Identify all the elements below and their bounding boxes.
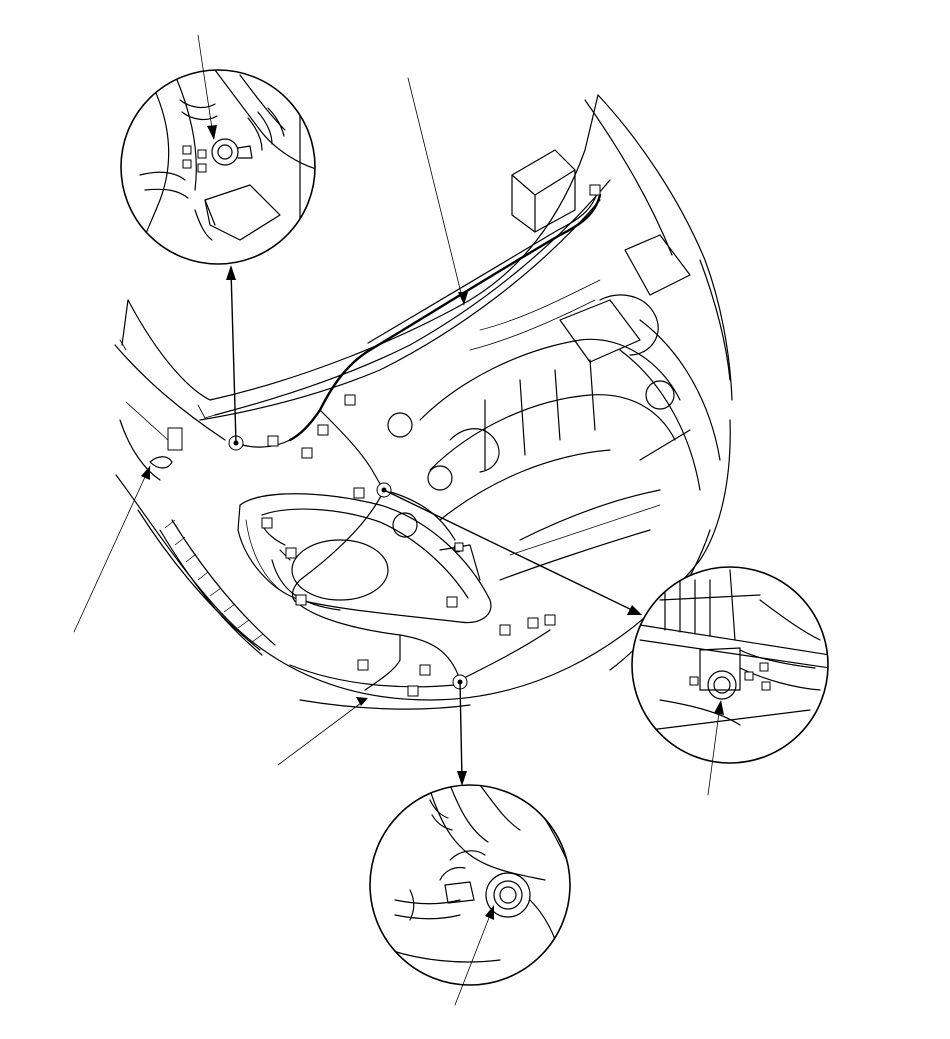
detail-view-right: [631, 566, 829, 796]
detail-view-top-left: [120, 34, 316, 265]
engine-compartment: [387, 149, 691, 581]
wiring-harness: [149, 184, 602, 697]
leader-lines: [73, 77, 468, 766]
detail-arrows: [226, 265, 642, 786]
detail-view-bottom: [369, 784, 571, 1006]
